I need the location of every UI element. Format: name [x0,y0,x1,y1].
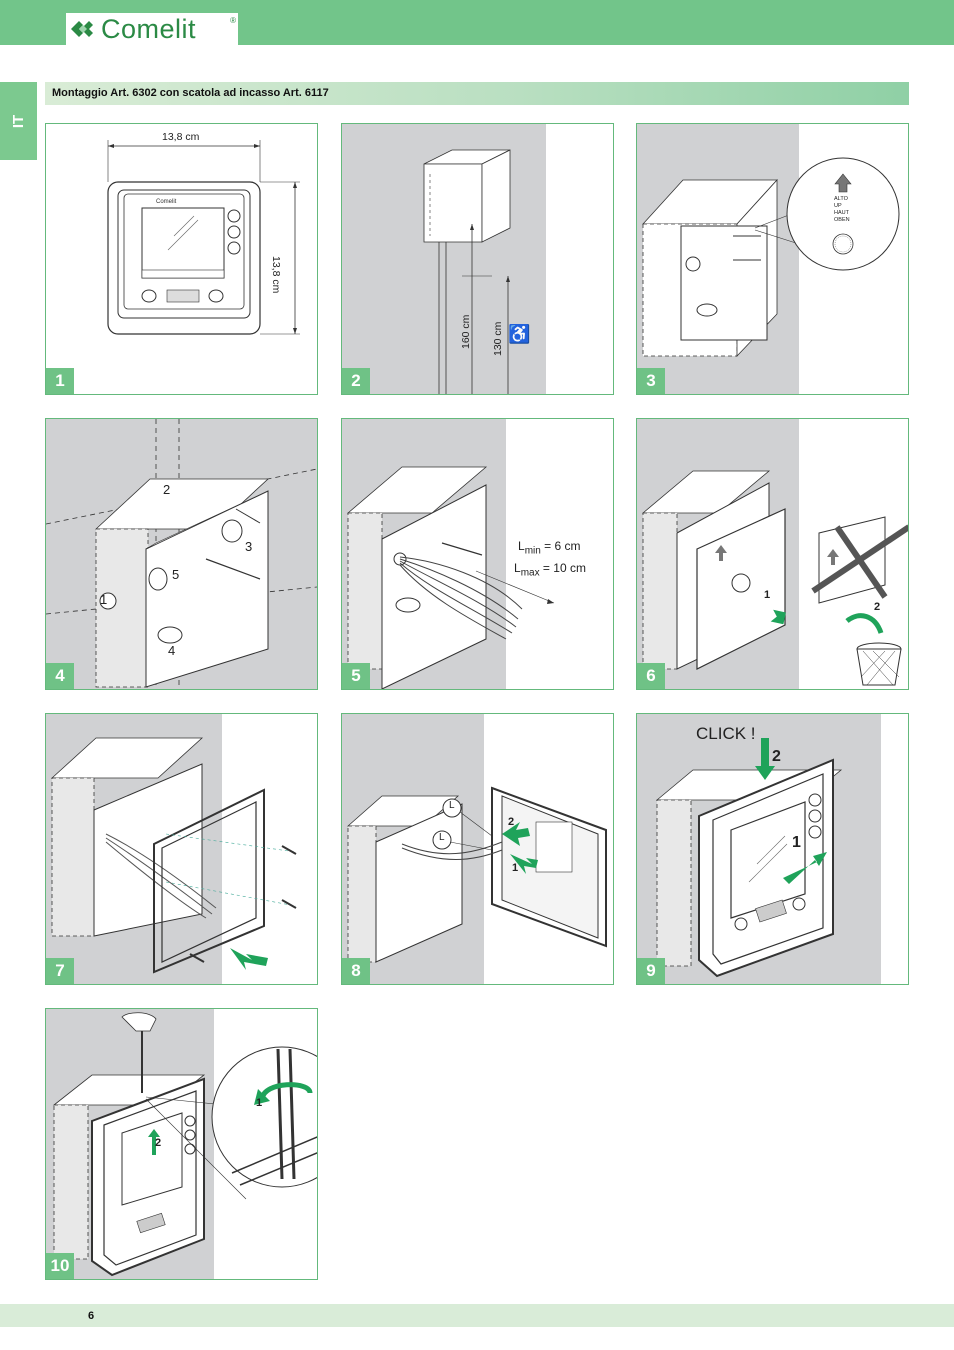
box-orientation-drawing [637,124,900,394]
knockout-label-2: 2 [163,482,171,497]
step-number: 1 [46,368,74,394]
brand-logo: Comelit ® [66,13,238,45]
knockout-label-1: 1 [100,592,108,607]
step-10-panel: 1 2 10 [45,1008,318,1280]
width-dimension-label: 13,8 cm [162,131,200,143]
step-number: 4 [46,663,74,689]
step-8-panel: L L 2 1 8 [341,713,614,985]
action-label-2: 2 [772,748,781,765]
click-label: CLICK ! [696,724,756,743]
lmax-value: = 10 cm [539,561,586,575]
action-label-2: 2 [874,601,881,613]
wire-length-drawing [342,419,555,689]
wheelchair-icon: ♿ [508,324,531,344]
action-label-2: 2 [155,1137,162,1149]
page-number: 6 [88,1310,95,1322]
footer-bar: 6 [0,1304,954,1327]
step-number: 6 [637,663,665,689]
orientation-label-up: UP [834,203,842,209]
action-label-1: 1 [512,862,519,874]
wire-connection-drawing [342,714,607,984]
section-header: Montaggio Art. 6302 con scatola ad incas… [45,82,909,105]
lmin-label: Lmin = 6 cm [518,539,581,556]
cover-removal-drawing [637,419,908,689]
action-label-1: 1 [792,834,801,851]
knockout-label-4: 4 [168,643,176,658]
screw-fixing-drawing [46,1009,317,1279]
action-label-1: 1 [256,1097,263,1109]
step-number: 8 [342,958,370,984]
device-click-drawing [637,714,881,984]
action-label-1: 1 [764,589,771,601]
section-title: Montaggio Art. 6302 con scatola ad incas… [52,87,329,99]
step-2-panel: 160 cm 130 cm ♿ 2 [341,123,614,395]
knockout-drawing [46,419,317,689]
language-label: IT [10,114,27,128]
step-number: 7 [46,958,74,984]
lmax-subscript: max [520,567,540,579]
step-5-panel: Lmin = 6 cm Lmax = 10 cm 5 [341,418,614,690]
orientation-label-alto: ALTO [834,196,848,202]
action-label-2: 2 [508,816,515,828]
registered-mark: ® [230,16,236,25]
knockout-label-3: 3 [245,539,253,554]
height-dimension-label: 13,8 cm [270,256,282,294]
step-number: 2 [342,368,370,394]
box-height-drawing [342,124,546,394]
height-130-label: 130 cm [492,321,504,356]
step-number: 3 [637,368,665,394]
lmin-value: = 6 cm [540,539,581,553]
step-number: 5 [342,663,370,689]
knockout-label-5: 5 [172,567,180,582]
step-1-panel: Comelit 13,8 cm 13,8 cm 1 [45,123,318,395]
language-tab: IT [0,82,37,160]
orientation-label-haut: HAUT [834,210,849,216]
frame-mounting-drawing [46,714,297,984]
lmin-subscript: min [524,545,541,557]
svg-text:Comelit: Comelit [156,199,177,205]
step-3-panel: ALTO UP HAUT OBEN 3 [636,123,909,395]
lmax-prefix: L [514,561,521,575]
wire-label-a: L [449,800,455,811]
device-dimension-drawing: Comelit [107,140,300,335]
lmin-prefix: L [518,539,525,553]
brand-name: Comelit [101,13,197,44]
step-number: 10 [46,1253,74,1279]
step-4-panel: 1 2 3 4 5 4 [45,418,318,690]
step-7-panel: 7 [45,713,318,985]
wire-label-b: L [439,832,445,843]
comelit-mark-icon [71,21,93,37]
step-9-panel: CLICK ! 2 1 9 [636,713,909,985]
orientation-label-oben: OBEN [834,217,850,223]
step-number: 9 [637,958,665,984]
step-6-panel: 1 2 6 [636,418,909,690]
lmax-label: Lmax = 10 cm [514,561,586,578]
height-160-label: 160 cm [460,314,472,349]
